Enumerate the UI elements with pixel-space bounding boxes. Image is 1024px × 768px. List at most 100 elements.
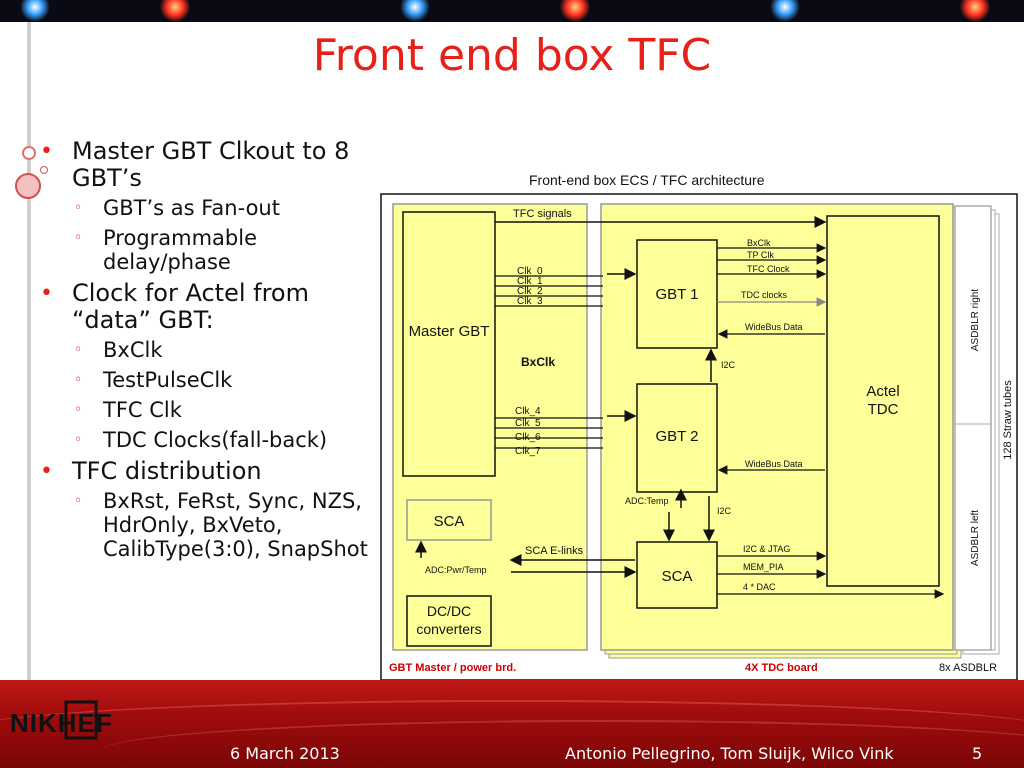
footer-wave <box>100 720 1024 768</box>
bullet-dot-icon: • <box>40 459 53 484</box>
bullet-item: • Clock for Actel from “data” GBT: <box>40 280 380 334</box>
bullet-text: Clock for Actel from “data” GBT: <box>72 279 309 334</box>
sub-bullet-item: ◦ TestPulseClk <box>40 368 380 392</box>
sca-right-block <box>636 541 718 609</box>
page-number: 5 <box>972 744 983 763</box>
footer-band <box>0 680 1024 768</box>
clk-label: Clk_6 <box>515 432 541 443</box>
sub-bullet-item: ◦ BxClk <box>40 338 380 362</box>
i2c-label: I2C <box>721 360 736 370</box>
bullet-list: • Master GBT Clkout to 8 GBT’s ◦GBT’s as … <box>40 138 380 567</box>
bullet-text: TFC distribution <box>72 457 262 485</box>
asdblr-board <box>954 205 992 651</box>
caption-master: GBT Master / power brd. <box>389 662 516 674</box>
sub-bullet-text: BxRst, FeRst, Sync, NZS, HdrOnly, BxVeto… <box>103 489 368 561</box>
asdblr-left-label: ASDBLR left <box>970 510 981 566</box>
architecture-figure: Front-end box ECS / TFC architecture Mas… <box>379 168 1024 682</box>
straw-tubes-label: 128 Straw tubes <box>1002 380 1014 460</box>
decorative-dot-icon <box>40 166 48 174</box>
master-gbt-block <box>402 211 496 477</box>
clk-label: Clk_1 <box>517 276 543 287</box>
gbt1-output-label: TP Clk <box>747 250 774 260</box>
sub-bullet-item: ◦ TDC Clocks(fall-back) <box>40 428 380 452</box>
sub-bullet-item: ◦ TFC Clk <box>40 398 380 422</box>
caption-tdc: 4X TDC board <box>745 662 818 674</box>
sca-elinks-label: SCA E-links <box>525 545 584 557</box>
sub-bullet-circle-icon: ◦ <box>74 432 83 448</box>
clk-label: Clk_4 <box>515 406 541 417</box>
footer-date: 6 March 2013 <box>230 744 340 763</box>
particle-orb-icon <box>960 0 990 22</box>
sca-output-label: MEM_PIA <box>743 562 784 572</box>
gbt1-output-label: TFC Clock <box>747 264 790 274</box>
sca-output-label: 4 * DAC <box>743 582 776 592</box>
particle-orb-icon <box>160 0 190 22</box>
sub-bullet-circle-icon: ◦ <box>74 402 83 418</box>
top-banner <box>0 0 1024 22</box>
particle-orb-icon <box>560 0 590 22</box>
sca-left-block <box>406 499 492 541</box>
clk-label: Clk_3 <box>517 296 543 307</box>
bxclk-label: BxClk <box>521 355 555 369</box>
clk-label: Clk_2 <box>517 286 543 297</box>
diagram-title: Front-end box ECS / TFC architecture <box>529 172 765 188</box>
decorative-dot-icon <box>22 146 36 160</box>
footer-wave <box>0 700 1024 762</box>
bullet-dot-icon: • <box>40 139 53 164</box>
sub-bullet-text: TDC Clocks(fall-back) <box>103 428 328 452</box>
bullet-item: • TFC distribution <box>40 458 380 485</box>
sub-bullet-circle-icon: ◦ <box>74 230 83 246</box>
gbt2-label: GBT 2 <box>655 428 698 445</box>
asdblr-right-label: ASDBLR right <box>970 289 981 351</box>
adc-temp-label: ADC:Temp <box>625 496 669 506</box>
sub-bullet-text: Programmable delay/phase <box>103 226 258 274</box>
widebus1-label: WideBus Data <box>745 322 803 332</box>
actel-block <box>826 215 940 587</box>
gbt2-block <box>636 383 718 493</box>
clk-label: Clk_5 <box>515 418 541 429</box>
clk-label: Clk_7 <box>515 446 541 457</box>
sub-bullet-text: TestPulseClk <box>103 368 233 392</box>
footer-authors: Antonio Pellegrino, Tom Sluijk, Wilco Vi… <box>565 744 894 763</box>
sub-bullet-text: TFC Clk <box>103 398 182 422</box>
gbt1-label: GBT 1 <box>655 286 698 303</box>
sca-right-label: SCA <box>662 568 693 585</box>
gbt1-block <box>636 239 718 349</box>
adc-pwr-label: ADC:Pwr/Temp <box>425 565 487 575</box>
architecture-diagram: Front-end box ECS / TFC architecture Mas… <box>380 172 1018 681</box>
particle-orb-icon <box>770 0 800 22</box>
sub-bullet-circle-icon: ◦ <box>74 493 83 509</box>
actel-label: Actel <box>866 383 899 400</box>
nikhef-logo: NIKHEF <box>10 700 113 740</box>
sca-left-label: SCA <box>434 513 465 530</box>
svg-text:NIKHEF: NIKHEF <box>10 708 113 738</box>
i2c-label-2: I2C <box>717 506 732 516</box>
slide-title: Front end box TFC <box>312 30 712 81</box>
widebus2-label: WideBus Data <box>745 459 803 469</box>
sub-bullet-circle-icon: ◦ <box>74 200 83 216</box>
tfc-signals-label: TFC signals <box>513 208 572 220</box>
sub-bullet-item: ◦GBT’s as Fan-out <box>40 196 380 220</box>
sub-bullet-text: BxClk <box>103 338 163 362</box>
caption-asd: 8x ASDBLR <box>939 662 997 674</box>
master-gbt-label: Master GBT <box>409 323 490 340</box>
sub-bullet-circle-icon: ◦ <box>74 342 83 358</box>
sub-bullet-item: ◦ BxRst, FeRst, Sync, NZS, HdrOnly, BxVet… <box>40 489 380 561</box>
clk-label: Clk_0 <box>517 266 543 277</box>
dcdc-label: DC/DC <box>427 603 471 619</box>
gbt1-output-label: BxClk <box>747 238 771 248</box>
sca-output-label: I2C & JTAG <box>743 544 790 554</box>
bullet-dot-icon: • <box>40 281 53 306</box>
dcdc-block <box>406 595 492 647</box>
dcdc-label-2: converters <box>416 621 481 637</box>
sub-bullet-item: ◦ Programmable delay/phase <box>40 226 380 274</box>
sub-bullet-circle-icon: ◦ <box>74 372 83 388</box>
tdc-clocks-label: TDC clocks <box>741 290 788 300</box>
actel-label-2: TDC <box>868 401 899 418</box>
decorative-vertical-line <box>27 22 31 682</box>
bullet-item: • Master GBT Clkout to 8 GBT’s <box>40 138 380 192</box>
bullet-text: Master GBT Clkout to 8 GBT’s <box>72 137 350 192</box>
particle-orb-icon <box>20 0 50 22</box>
particle-orb-icon <box>400 0 430 22</box>
decorative-dot-icon <box>15 173 41 199</box>
